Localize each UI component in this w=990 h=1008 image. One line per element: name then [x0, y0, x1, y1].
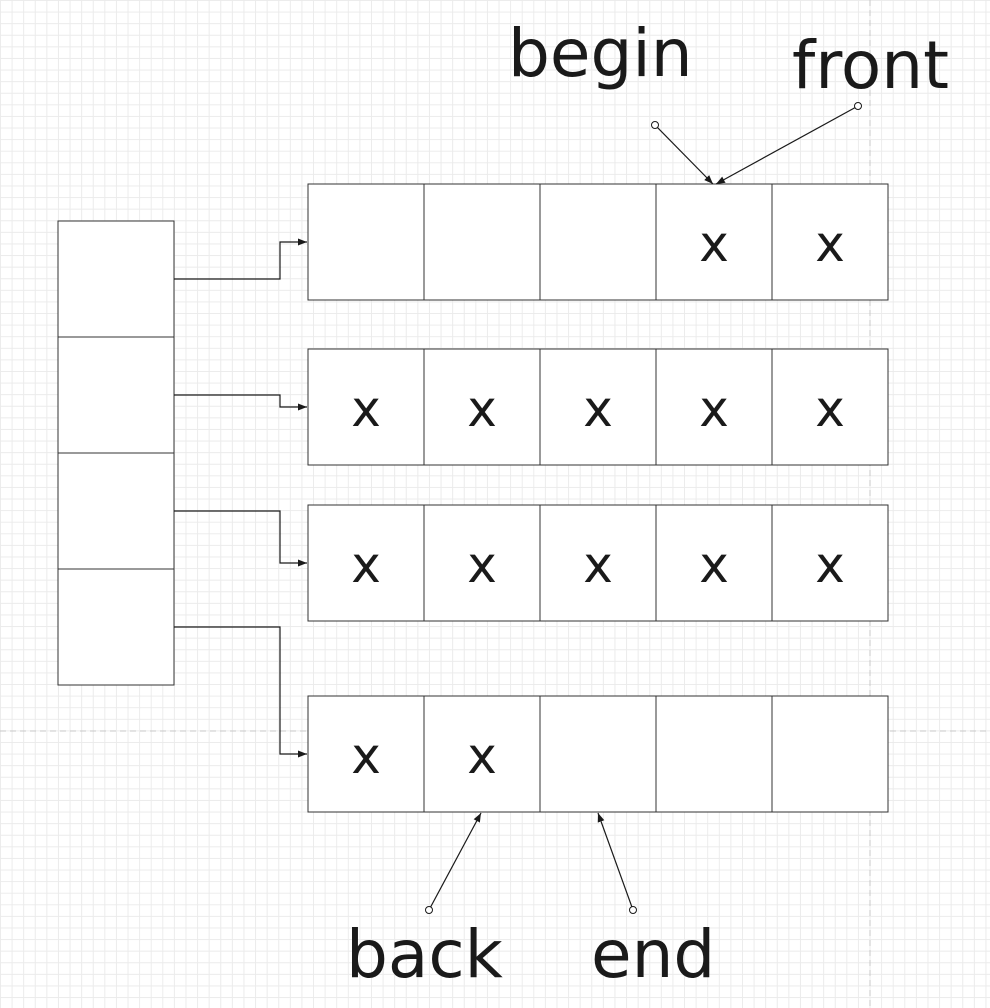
block-2-cell-2-value: x: [583, 536, 613, 594]
map-slot-3: [57, 568, 175, 686]
front-pointer-arrow: [715, 105, 859, 185]
end-pointer-arrow: [597, 812, 634, 911]
map-connector-0: [174, 238, 307, 280]
block-1-cell-2-value: x: [583, 380, 613, 438]
begin-pointer-arrow: [654, 124, 714, 185]
block-2-cell-1: [423, 504, 541, 622]
block-1-cell-4: [771, 348, 889, 466]
block-3-cell-0: [307, 695, 425, 813]
front-pointer-origin: [854, 102, 862, 110]
block-2-cell-4-value: x: [815, 536, 845, 594]
map-connector-2: [174, 510, 307, 567]
block-0-cell-4-value: x: [815, 215, 845, 273]
block-1-cell-2: [539, 348, 657, 466]
block-2-cell-2: [539, 504, 657, 622]
map-slot-0: [57, 220, 175, 338]
end-pointer-origin: [629, 906, 637, 914]
block-1-cell-3: [655, 348, 773, 466]
front-label: front: [792, 27, 949, 104]
block-0-cell-0: [307, 183, 425, 301]
block-2-cell-0-value: x: [351, 536, 381, 594]
map-array: [57, 220, 175, 686]
back-pointer-arrow: [428, 812, 482, 911]
block-2-cell-1-value: x: [467, 536, 497, 594]
block-3-cell-0-value: x: [351, 727, 381, 785]
end-label: end: [591, 916, 715, 993]
block-3-cell-1: [423, 695, 541, 813]
map-slot-2: [57, 452, 175, 570]
block-2-cell-4: [771, 504, 889, 622]
block-2-cell-3-value: x: [699, 536, 729, 594]
map-connector-3: [174, 626, 307, 758]
block-1-cell-3-value: x: [699, 380, 729, 438]
block-0-cell-1: [423, 183, 541, 301]
begin-pointer-origin: [651, 121, 659, 129]
block-1-cell-1: [423, 348, 541, 466]
begin-label: begin: [508, 15, 693, 92]
block-2-cell-3: [655, 504, 773, 622]
block-1-cell-1-value: x: [467, 380, 497, 438]
map-connector-1: [174, 394, 307, 411]
pointer-arrows: [425, 102, 862, 914]
block-0-cell-4: [771, 183, 889, 301]
map-slot-1: [57, 336, 175, 454]
back-label: back: [346, 916, 504, 993]
block-3-cell-3: [655, 695, 773, 813]
block-0-cell-3-value: x: [699, 215, 729, 273]
block-0-cell-2: [539, 183, 657, 301]
block-1-cell-4-value: x: [815, 380, 845, 438]
back-pointer-origin: [425, 906, 433, 914]
block-3-cell-1-value: x: [467, 727, 497, 785]
block-3-cell-2: [539, 695, 657, 813]
block-3-cell-4: [771, 695, 889, 813]
map-connectors: [174, 238, 307, 758]
block-2-cell-0: [307, 504, 425, 622]
block-1-cell-0-value: x: [351, 380, 381, 438]
